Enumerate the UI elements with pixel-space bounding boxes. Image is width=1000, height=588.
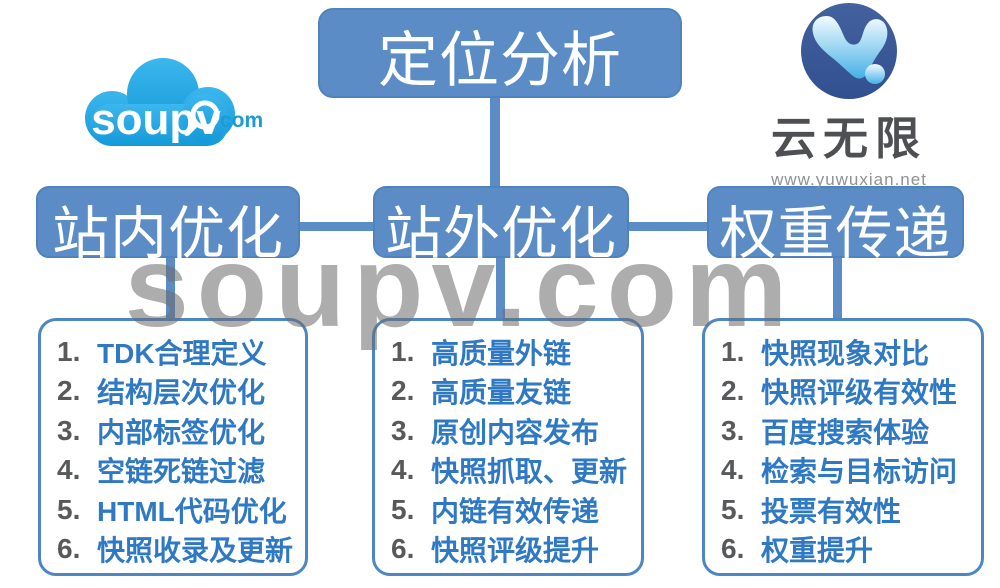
list-item: 1. 高质量外链 — [391, 332, 635, 372]
list-item-text: 快照评级提升 — [431, 535, 600, 567]
branch-node-offsite-label: 站外优化 — [385, 202, 617, 266]
list-item-number: 5. — [57, 493, 81, 525]
list-item-text: 投票有效性 — [761, 495, 902, 527]
soupv-logo: soupv com — [68, 52, 273, 162]
branch-node-onsite: 站内优化 — [36, 186, 300, 266]
list-item-number: 4. — [721, 454, 745, 486]
list-item-number: 1. — [57, 335, 81, 367]
list-item-number: 1. — [391, 335, 415, 367]
list-item: 6. 权重提升 — [721, 530, 975, 570]
svg-text:com: com — [220, 109, 263, 132]
list-item: 1. 快照现象对比 — [721, 332, 975, 372]
list-item: 4. 空链死链过滤 — [57, 451, 299, 491]
list-item-number: 1. — [721, 335, 745, 367]
yunwuxian-name: 云无限 — [770, 113, 927, 164]
list-item-number: 2. — [57, 375, 81, 407]
list-item-number: 3. — [391, 414, 415, 446]
connector-offsite-weight — [627, 222, 709, 231]
list-item-text: 高质量友链 — [431, 377, 572, 409]
magnifier-icon — [184, 100, 220, 136]
list-item: 2. 结构层次优化 — [57, 372, 299, 412]
list-item-number: 5. — [721, 493, 745, 525]
weight-items-panel: 1. 快照现象对比 2. 快照评级有效性 3. 百度搜索体验 4. 检索与目标访… — [702, 318, 984, 576]
list-item-text: HTML代码优化 — [97, 495, 287, 527]
connector-root-to-offsite — [490, 96, 500, 188]
branch-node-offsite: 站外优化 — [373, 186, 629, 266]
list-item-text: 快照评级有效性 — [761, 377, 958, 409]
list-item: 4. 检索与目标访问 — [721, 451, 975, 491]
list-item-number: 2. — [391, 375, 415, 407]
list-item-text: TDK合理定义 — [97, 337, 267, 369]
offsite-items-panel: 1. 高质量外链 2. 高质量友链 3. 原创内容发布 4. 快照抓取、更新 5… — [372, 318, 644, 576]
yunwuxian-logo: 云无限 www.yuwuxian.net — [756, 2, 942, 190]
list-item-number: 3. — [721, 414, 745, 446]
list-item: 2. 快照评级有效性 — [721, 372, 975, 412]
root-node-label: 定位分析 — [378, 26, 622, 94]
list-item-text: 结构层次优化 — [97, 377, 266, 409]
list-item-number: 3. — [57, 414, 81, 446]
list-item-text: 内链有效传递 — [431, 495, 600, 527]
list-item-text: 检索与目标访问 — [761, 456, 958, 488]
list-item-text: 内部标签优化 — [97, 416, 266, 448]
list-item: 1. TDK合理定义 — [57, 332, 299, 372]
list-item-number: 6. — [391, 533, 415, 565]
list-item: 3. 原创内容发布 — [391, 411, 635, 451]
list-item-text: 快照抓取、更新 — [431, 456, 628, 488]
branch-node-weight-label: 权重传递 — [719, 202, 952, 266]
list-item: 2. 高质量友链 — [391, 372, 635, 412]
list-item-number: 6. — [57, 533, 81, 565]
list-item-number: 6. — [721, 533, 745, 565]
list-item-text: 百度搜索体验 — [761, 416, 930, 448]
branch-node-weight: 权重传递 — [707, 186, 964, 266]
connector-onsite-offsite — [298, 222, 375, 231]
list-item-text: 高质量外链 — [431, 337, 572, 369]
root-node-positioning-analysis: 定位分析 — [318, 8, 682, 98]
list-item: 3. 内部标签优化 — [57, 411, 299, 451]
onsite-items-panel: 1. TDK合理定义 2. 结构层次优化 3. 内部标签优化 4. 空链死链过滤… — [38, 318, 308, 576]
list-item: 6. 快照收录及更新 — [57, 530, 299, 570]
yunwuxian-circle-icon — [801, 3, 897, 99]
list-item-text: 空链死链过滤 — [97, 456, 266, 488]
list-item: 4. 快照抓取、更新 — [391, 451, 635, 491]
soupv-cloud-icon: soupv com — [85, 58, 263, 146]
list-item-number: 4. — [57, 454, 81, 486]
list-item-text: 原创内容发布 — [431, 416, 600, 448]
list-item: 5. 投票有效性 — [721, 490, 975, 530]
list-item-number: 2. — [721, 375, 745, 407]
list-item-text: 权重提升 — [761, 535, 874, 567]
list-item: 5. 内链有效传递 — [391, 490, 635, 530]
connector-weight-to-list — [833, 255, 842, 320]
list-item-text: 快照现象对比 — [761, 337, 930, 369]
list-item-number: 5. — [391, 493, 415, 525]
list-item: 3. 百度搜索体验 — [721, 411, 975, 451]
list-item-text: 快照收录及更新 — [97, 535, 294, 567]
connector-onsite-to-list — [166, 255, 175, 320]
yunwuxian-url: www.yuwuxian.net — [771, 170, 927, 189]
list-item-number: 4. — [391, 454, 415, 486]
list-item: 6. 快照评级提升 — [391, 530, 635, 570]
connector-offsite-to-list — [496, 255, 505, 320]
branch-node-onsite-label: 站内优化 — [52, 202, 284, 266]
list-item: 5. HTML代码优化 — [57, 490, 299, 530]
